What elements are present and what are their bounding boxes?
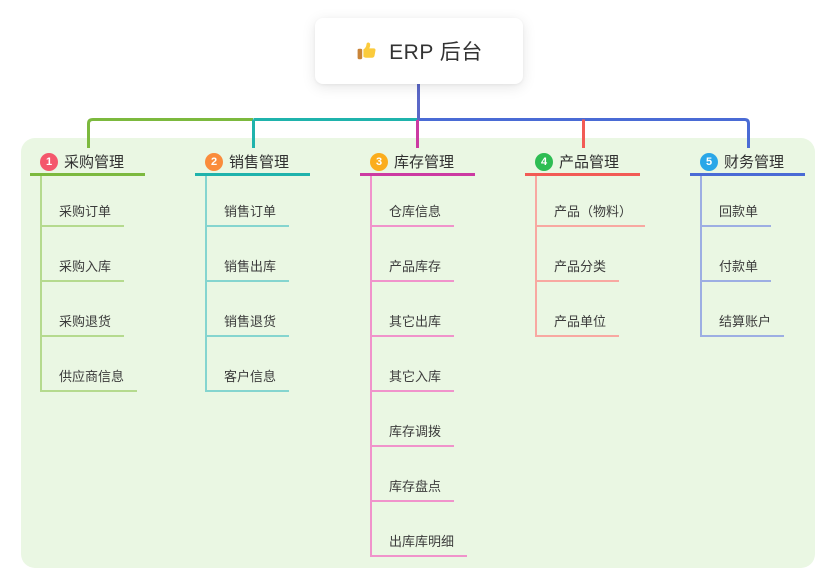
branch-label: 库存管理 bbox=[394, 154, 455, 171]
mindmap-child-node[interactable]: 回款单 bbox=[700, 176, 772, 227]
child-label: 其它出库 bbox=[389, 314, 442, 329]
mindmap-child-node[interactable]: 产品库存 bbox=[370, 227, 455, 282]
child-label: 销售出库 bbox=[224, 259, 277, 274]
branch-badge: 5 bbox=[700, 152, 718, 171]
child-label: 其它入库 bbox=[389, 369, 442, 384]
child-label: 客户信息 bbox=[224, 369, 277, 384]
mindmap-child-node[interactable]: 仓库信息 bbox=[370, 176, 455, 227]
mindmap-child-node[interactable]: 产品单位 bbox=[535, 282, 620, 337]
child-label: 出库库明细 bbox=[389, 534, 455, 549]
mindmap-child-node[interactable]: 销售出库 bbox=[205, 227, 290, 282]
branch-header[interactable]: 3 库存管理 bbox=[360, 150, 475, 176]
branch-badge: 2 bbox=[205, 152, 223, 171]
mindmap-child-node[interactable]: 采购退货 bbox=[40, 282, 125, 337]
mindmap-child-node[interactable]: 销售订单 bbox=[205, 176, 290, 227]
branch-label: 产品管理 bbox=[559, 154, 620, 171]
child-label: 库存盘点 bbox=[389, 479, 442, 494]
child-label: 销售退货 bbox=[224, 314, 277, 329]
child-label: 回款单 bbox=[719, 204, 759, 219]
branch-children: 产品（物料） 产品分类产品单位 bbox=[535, 176, 646, 337]
mindmap-child-node[interactable]: 结算账户 bbox=[700, 282, 785, 337]
branch-header[interactable]: 2 销售管理 bbox=[195, 150, 310, 176]
mindmap-branch: 2 销售管理 销售订单销售出库销售退货客户信息 bbox=[195, 150, 310, 392]
branch-badge: 3 bbox=[370, 152, 388, 171]
mindmap-child-node[interactable]: 产品（物料） bbox=[535, 176, 646, 227]
branch-header[interactable]: 1 采购管理 bbox=[30, 150, 145, 176]
branch-badge: 4 bbox=[535, 152, 553, 171]
mindmap-branch: 5 财务管理 回款单付款单结算账户 bbox=[690, 150, 805, 337]
branch-children: 销售订单销售出库销售退货客户信息 bbox=[205, 176, 310, 392]
child-label: 结算账户 bbox=[719, 314, 772, 329]
branch-label: 采购管理 bbox=[64, 154, 125, 171]
mindmap-child-node[interactable]: 供应商信息 bbox=[40, 337, 138, 392]
mindmap-child-node[interactable]: 销售退货 bbox=[205, 282, 290, 337]
mindmap-branch: 1 采购管理 采购订单采购入库采购退货供应商信息 bbox=[30, 150, 145, 392]
child-label: 仓库信息 bbox=[389, 204, 442, 219]
child-label: 采购退货 bbox=[59, 314, 112, 329]
branch-children: 仓库信息产品库存其它出库其它入库库存调拨库存盘点出库库明细 bbox=[370, 176, 475, 557]
child-label: 付款单 bbox=[719, 259, 759, 274]
branch-label: 销售管理 bbox=[229, 154, 290, 171]
mindmap-child-node[interactable]: 付款单 bbox=[700, 227, 772, 282]
child-label: 产品分类 bbox=[554, 259, 607, 274]
mindmap-child-node[interactable]: 采购入库 bbox=[40, 227, 125, 282]
mindmap-child-node[interactable]: 采购订单 bbox=[40, 176, 125, 227]
mindmap-child-node[interactable]: 库存盘点 bbox=[370, 447, 455, 502]
mindmap-child-node[interactable]: 出库库明细 bbox=[370, 502, 468, 557]
branch-children: 采购订单采购入库采购退货供应商信息 bbox=[40, 176, 145, 392]
child-label: 产品单位 bbox=[554, 314, 607, 329]
branch-header[interactable]: 5 财务管理 bbox=[690, 150, 805, 176]
mindmap-branch: 4 产品管理 产品（物料） 产品分类产品单位 bbox=[525, 150, 646, 337]
child-label: 采购订单 bbox=[59, 204, 112, 219]
branch-header[interactable]: 4 产品管理 bbox=[525, 150, 640, 176]
mindmap-child-node[interactable]: 产品分类 bbox=[535, 227, 620, 282]
mindmap-child-node[interactable]: 其它出库 bbox=[370, 282, 455, 337]
thumbs-up-icon bbox=[357, 42, 376, 60]
root-title: ERP 后台 bbox=[389, 41, 483, 64]
branch-badge: 1 bbox=[40, 152, 58, 171]
child-label: 供应商信息 bbox=[59, 369, 125, 384]
mindmap-child-node[interactable]: 客户信息 bbox=[205, 337, 290, 392]
child-label: 产品（物料） bbox=[554, 204, 633, 219]
branches-panel bbox=[21, 138, 815, 568]
child-label: 采购入库 bbox=[59, 259, 112, 274]
mindmap-child-node[interactable]: 库存调拨 bbox=[370, 392, 455, 447]
mindmap-child-node[interactable]: 其它入库 bbox=[370, 337, 455, 392]
child-label: 库存调拨 bbox=[389, 424, 442, 439]
branch-children: 回款单付款单结算账户 bbox=[700, 176, 805, 337]
child-label: 产品库存 bbox=[389, 259, 442, 274]
child-label: 销售订单 bbox=[224, 204, 277, 219]
branch-label: 财务管理 bbox=[724, 154, 785, 171]
mindmap-branch: 3 库存管理 仓库信息产品库存其它出库其它入库库存调拨库存盘点出库库明细 bbox=[360, 150, 475, 557]
root-node[interactable]: ERP 后台 bbox=[315, 18, 523, 84]
